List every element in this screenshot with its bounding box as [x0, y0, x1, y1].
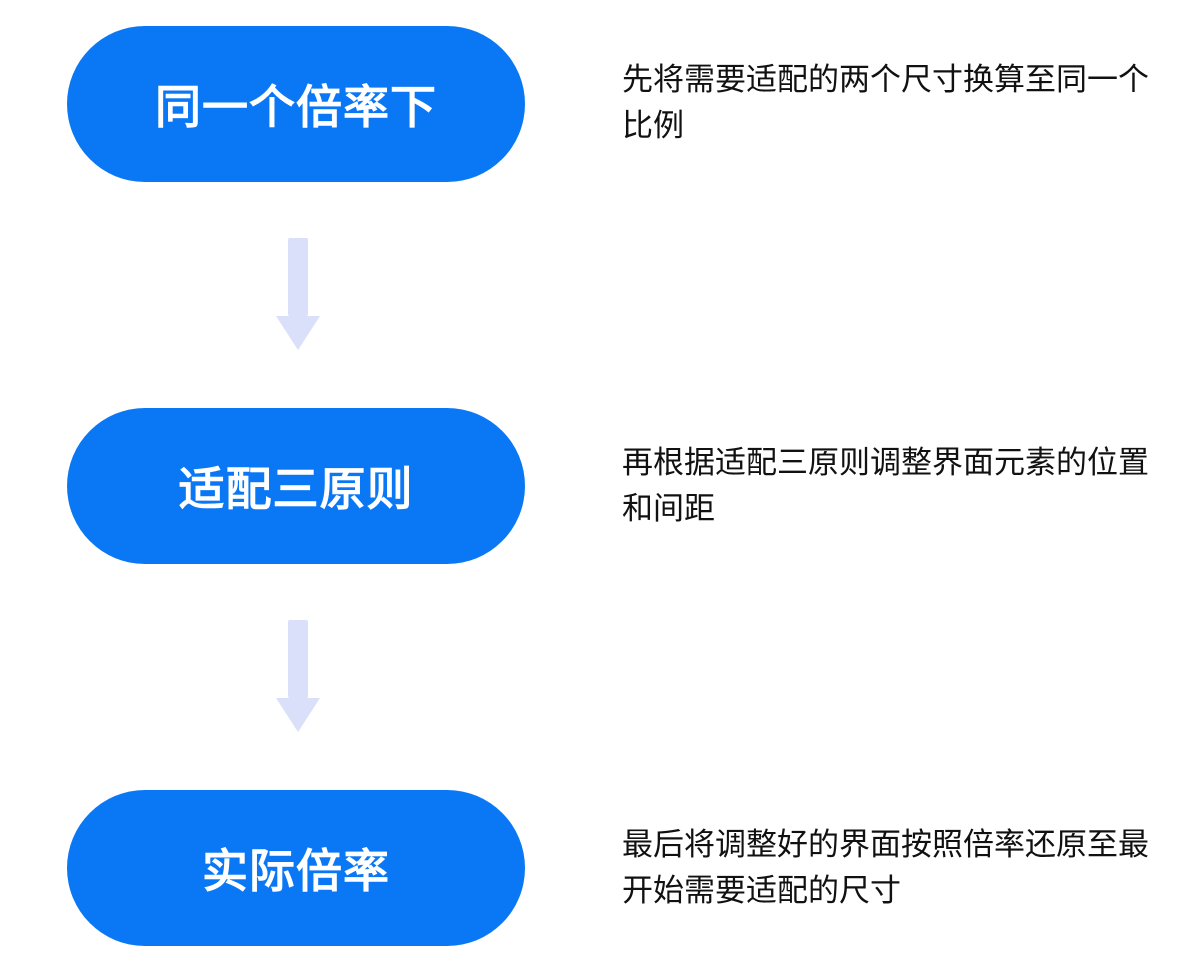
- step-3-description: 最后将调整好的界面按照倍率还原至最开始需要适配的尺寸: [622, 827, 1149, 909]
- step-1-description: 先将需要适配的两个尺寸换算至同一个比例: [622, 62, 1149, 144]
- step-1-label: 同一个倍率下: [155, 80, 437, 134]
- step-1-pill: 同一个倍率下: [67, 26, 525, 182]
- down-arrow-icon: [276, 238, 320, 350]
- step-2-pill: 适配三原则: [67, 408, 525, 564]
- down-arrow-icon: [276, 620, 320, 732]
- step-3-label: 实际倍率: [202, 844, 390, 898]
- step-2-label: 适配三原则: [178, 462, 414, 516]
- step-3-pill: 实际倍率: [67, 790, 525, 946]
- step-2-description: 再根据适配三原则调整界面元素的位置和间距: [622, 445, 1149, 527]
